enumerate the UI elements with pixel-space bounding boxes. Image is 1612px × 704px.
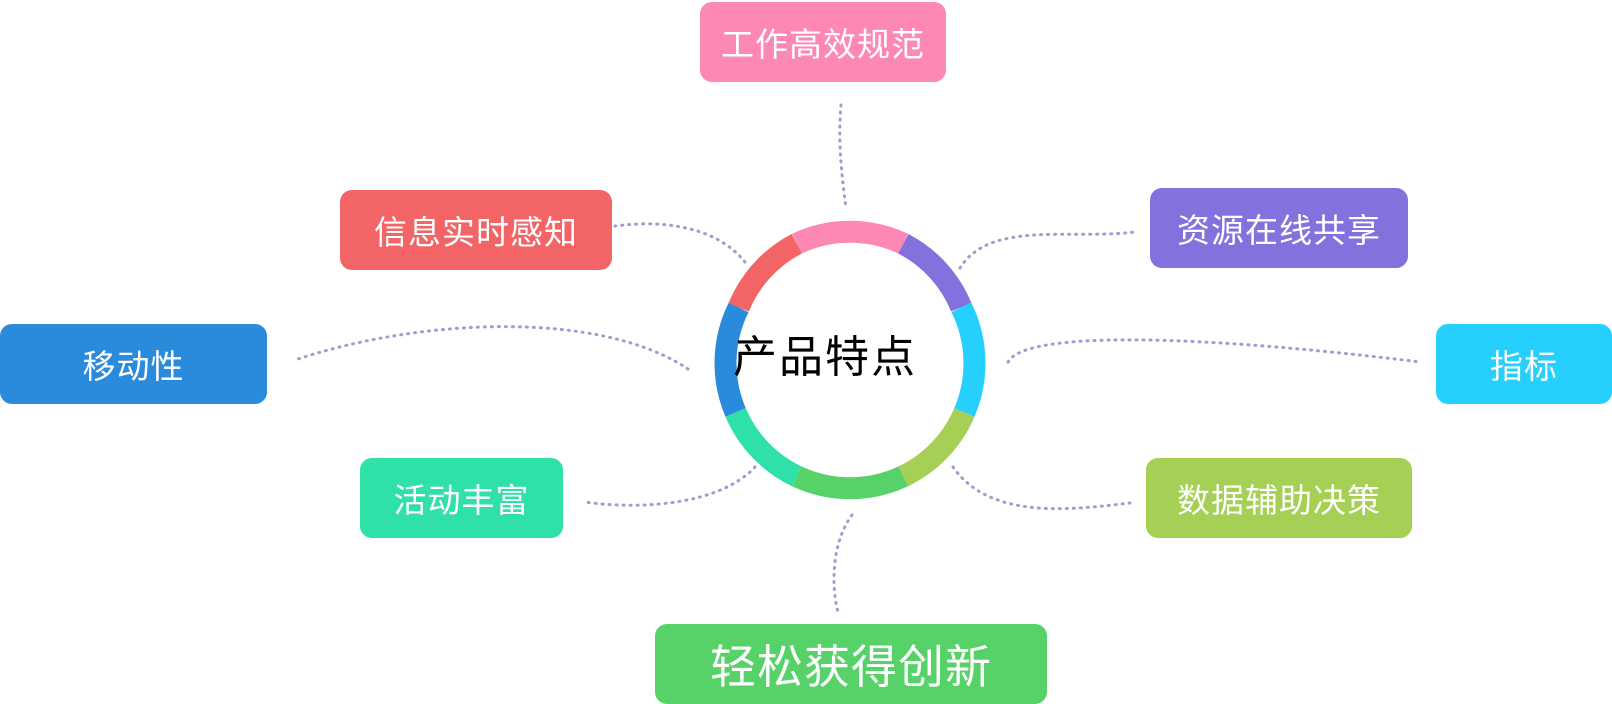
connectors [293,103,1422,614]
node-rich-activities: 活动丰富 [360,458,563,538]
ring-segment-blue [714,302,749,417]
connector-data-decision [951,465,1132,511]
node-mobility: 移动性 [0,324,267,404]
node-work-standard-label: 工作高效规范 [721,25,925,64]
connector-resource-share [958,230,1137,270]
connector-info-realtime [613,222,747,264]
node-easy-innovation-label: 轻松获得创新 [710,640,992,694]
center-title: 产品特点 [733,332,917,383]
connector-indicator [1006,338,1422,364]
ring-segment-lime [898,407,975,487]
node-rich-activities-label: 活动丰富 [393,481,530,520]
ring-segment-red [728,233,803,312]
node-easy-innovation: 轻松获得创新 [655,624,1047,704]
connector-work-standard [838,103,848,210]
ring-segment-green [792,466,908,500]
node-work-standard: 工作高效规范 [700,2,946,82]
connector-mobility [293,325,690,371]
node-indicator-label: 指标 [1490,347,1558,386]
node-info-realtime-label: 信息实时感知 [374,213,578,252]
ring-segment-teal [725,407,802,487]
node-mobility-label: 移动性 [82,347,185,386]
node-indicator: 指标 [1436,324,1612,404]
node-info-realtime: 信息实时感知 [340,190,612,270]
node-data-decision: 数据辅助决策 [1146,458,1412,538]
center-ring [714,220,986,500]
connector-easy-innovation [832,513,854,614]
node-data-decision-label: 数据辅助决策 [1177,481,1381,520]
ring-segment-cyan [951,302,986,417]
connector-rich-activities [583,465,757,507]
ring-segment-pink [792,220,908,254]
ring-segment-purple [897,233,972,312]
node-resource-share: 资源在线共享 [1150,188,1408,268]
node-resource-share-label: 资源在线共享 [1177,211,1381,250]
